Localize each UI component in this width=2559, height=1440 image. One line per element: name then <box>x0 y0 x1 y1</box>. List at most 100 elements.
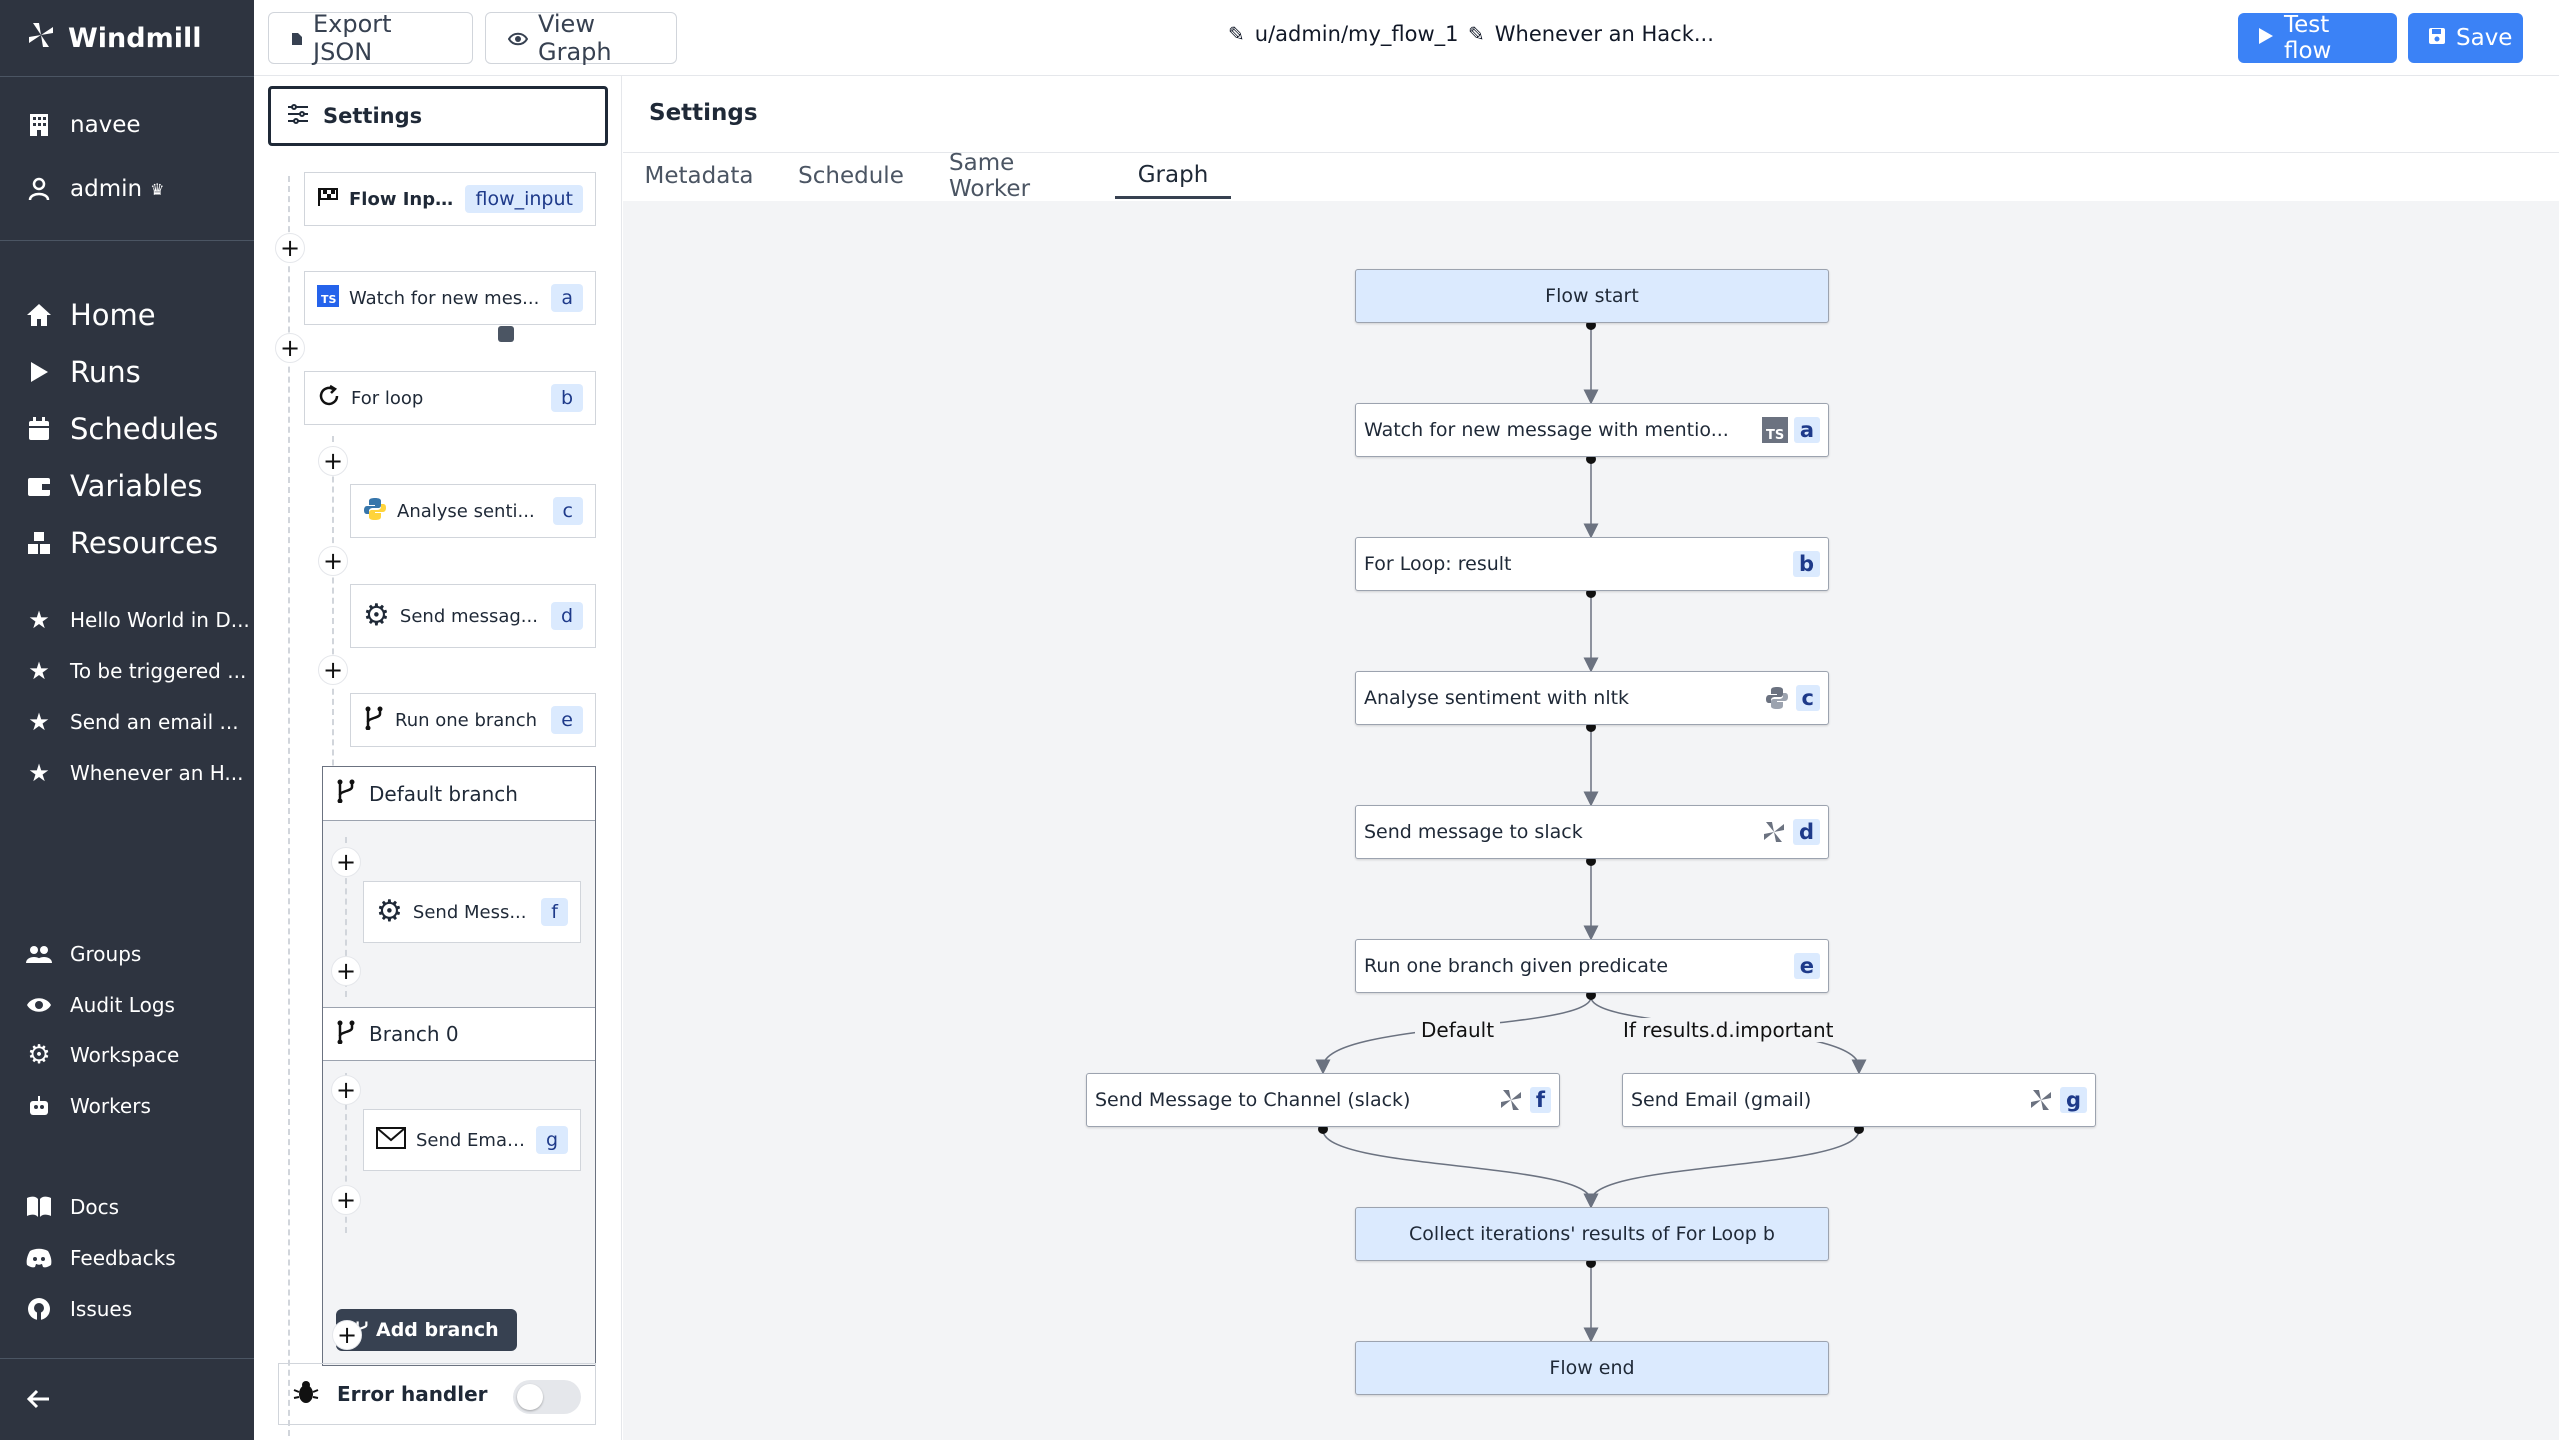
step-node-a[interactable]: TS Watch for new mes... a <box>304 271 596 325</box>
favorite-item[interactable]: ★ Hello World in D... <box>26 606 250 634</box>
graph-node-a[interactable]: Watch for new message with mentio... TS … <box>1355 403 1829 457</box>
add-step-button[interactable]: + <box>318 546 348 576</box>
step-node-c[interactable]: Analyse senti... c <box>350 484 596 538</box>
error-handler[interactable]: Error handler <box>278 1363 596 1425</box>
crown-icon: ♛ <box>150 179 165 199</box>
global-sidebar: Windmill navee admin ♛ Home Runs Schedul… <box>0 0 254 1440</box>
test-flow-button[interactable]: Test flow <box>2238 12 2397 64</box>
graph-node-e[interactable]: Run one branch given predicate e <box>1355 939 1829 993</box>
node-id: c <box>1795 685 1820 711</box>
export-json-button[interactable]: Export JSON <box>268 10 473 66</box>
nav-audit-logs[interactable]: Audit Logs <box>26 992 175 1018</box>
add-step-button[interactable]: + <box>331 1075 361 1105</box>
step-node-e[interactable]: Run one branch e <box>350 693 596 747</box>
flow-graph: Flow start Watch for new message with me… <box>623 201 2559 1440</box>
node-label: For Loop: result <box>1364 553 1512 575</box>
divider <box>0 240 254 241</box>
user-name: admin <box>70 176 143 202</box>
branch-icon <box>335 1020 357 1049</box>
favorite-item[interactable]: ★ Whenever an H... <box>26 759 243 787</box>
gear-icon: ⚙ <box>27 1040 51 1070</box>
collapse-sidebar-button[interactable] <box>26 1386 52 1412</box>
add-branch-button[interactable]: Add branch <box>336 1309 517 1351</box>
windmill-logo[interactable]: Windmill <box>26 20 201 56</box>
view-graph-button[interactable]: View Graph <box>485 10 677 66</box>
branch-0-header[interactable]: Branch 0 <box>323 1007 595 1061</box>
add-step-button[interactable]: + <box>275 233 305 263</box>
pencil-icon: ✎ <box>1228 22 1245 46</box>
favorite-item[interactable]: ★ To be triggered ... <box>26 657 246 685</box>
nav-feedbacks[interactable]: Feedbacks <box>26 1245 176 1271</box>
step-handle[interactable] <box>498 326 514 342</box>
nav-workers[interactable]: Workers <box>26 1093 151 1119</box>
nav-schedules[interactable]: Schedules <box>26 412 218 446</box>
error-handler-toggle[interactable] <box>513 1380 581 1414</box>
settings-label: Settings <box>323 104 423 128</box>
flow-input-node[interactable]: Flow Input flow_input <box>304 172 596 226</box>
divider <box>623 152 2559 153</box>
settings-button[interactable]: Settings <box>268 86 608 146</box>
flow-path[interactable]: ✎ u/admin/my_flow_1 <box>1228 22 1459 46</box>
flow-input-tag: flow_input <box>465 185 583 213</box>
home-icon <box>26 302 52 328</box>
user-icon <box>26 176 52 202</box>
graph-node-d[interactable]: Send message to slack d <box>1355 805 1829 859</box>
step-label: Send messag... <box>399 605 538 627</box>
add-step-button[interactable]: + <box>331 1185 361 1215</box>
step-label: Send Emai... <box>416 1129 526 1151</box>
nav-home[interactable]: Home <box>26 298 156 332</box>
add-step-button[interactable]: + <box>331 847 361 877</box>
step-node-d[interactable]: ⚙ Send messag... d <box>350 584 596 648</box>
nav-docs[interactable]: Docs <box>26 1194 119 1220</box>
add-step-button[interactable]: + <box>318 655 348 685</box>
nav-runs[interactable]: Runs <box>26 355 141 389</box>
tab-graph[interactable]: Graph <box>1115 153 1231 199</box>
graph-node-c[interactable]: Analyse sentiment with nltk c <box>1355 671 1829 725</box>
step-label: Send Mess... <box>412 901 527 923</box>
play-icon <box>2258 25 2274 51</box>
discord-icon <box>26 1245 52 1271</box>
github-icon <box>26 1296 52 1322</box>
graph-node-end[interactable]: Flow end <box>1355 1341 1829 1395</box>
sliders-icon <box>287 103 309 129</box>
step-node-g[interactable]: Send Emai... g <box>363 1109 581 1171</box>
branch-icon <box>335 779 357 808</box>
graph-node-start[interactable]: Flow start <box>1355 269 1829 323</box>
user-menu[interactable]: admin ♛ <box>26 176 164 202</box>
loop-icon <box>317 384 341 413</box>
star-icon: ★ <box>28 708 50 736</box>
add-step-button[interactable]: + <box>331 956 361 986</box>
branch-default-header[interactable]: Default branch <box>323 767 595 821</box>
slack-icon <box>1761 819 1787 845</box>
robot-icon <box>26 1093 52 1119</box>
graph-node-g[interactable]: Send Email (gmail) g <box>1622 1073 2096 1127</box>
add-step-button[interactable]: + <box>332 1320 362 1350</box>
node-label: Flow end <box>1549 1357 1635 1379</box>
tab-schedule[interactable]: Schedule <box>798 163 904 189</box>
save-button[interactable]: Save <box>2408 13 2523 63</box>
nav-variables[interactable]: Variables <box>26 469 203 503</box>
workspace-selector[interactable]: navee <box>26 112 141 138</box>
favorite-item[interactable]: ★ Send an email ... <box>26 708 238 736</box>
loop-connector <box>332 436 334 806</box>
pencil-icon: ✎ <box>1468 22 1485 46</box>
flow-summary[interactable]: ✎ Whenever an Hack... <box>1468 22 1714 46</box>
nav-resources[interactable]: Resources <box>26 526 218 560</box>
add-step-button[interactable]: + <box>318 446 348 476</box>
nav-groups[interactable]: Groups <box>26 941 141 967</box>
add-step-button[interactable]: + <box>275 333 305 363</box>
cog-icon: ⚙ <box>363 598 390 633</box>
graph-node-collect[interactable]: Collect iterations' results of For Loop … <box>1355 1207 1829 1261</box>
flow-input-label: Flow Input <box>349 188 456 210</box>
step-node-b[interactable]: For loop b <box>304 371 596 425</box>
settings-panel: Settings Metadata Schedule Same Worker G… <box>623 76 2559 1440</box>
nav-workspace[interactable]: ⚙ Workspace <box>26 1040 179 1070</box>
graph-node-b[interactable]: For Loop: result b <box>1355 537 1829 591</box>
nav-label: Audit Logs <box>70 993 175 1017</box>
nav-issues[interactable]: Issues <box>26 1296 132 1322</box>
graph-node-f[interactable]: Send Message to Channel (slack) f <box>1086 1073 1560 1127</box>
tab-same-worker[interactable]: Same Worker <box>949 150 1031 202</box>
tab-metadata[interactable]: Metadata <box>644 163 754 189</box>
step-node-f[interactable]: ⚙ Send Mess... f <box>363 881 581 943</box>
step-label: Run one branch <box>395 709 538 731</box>
